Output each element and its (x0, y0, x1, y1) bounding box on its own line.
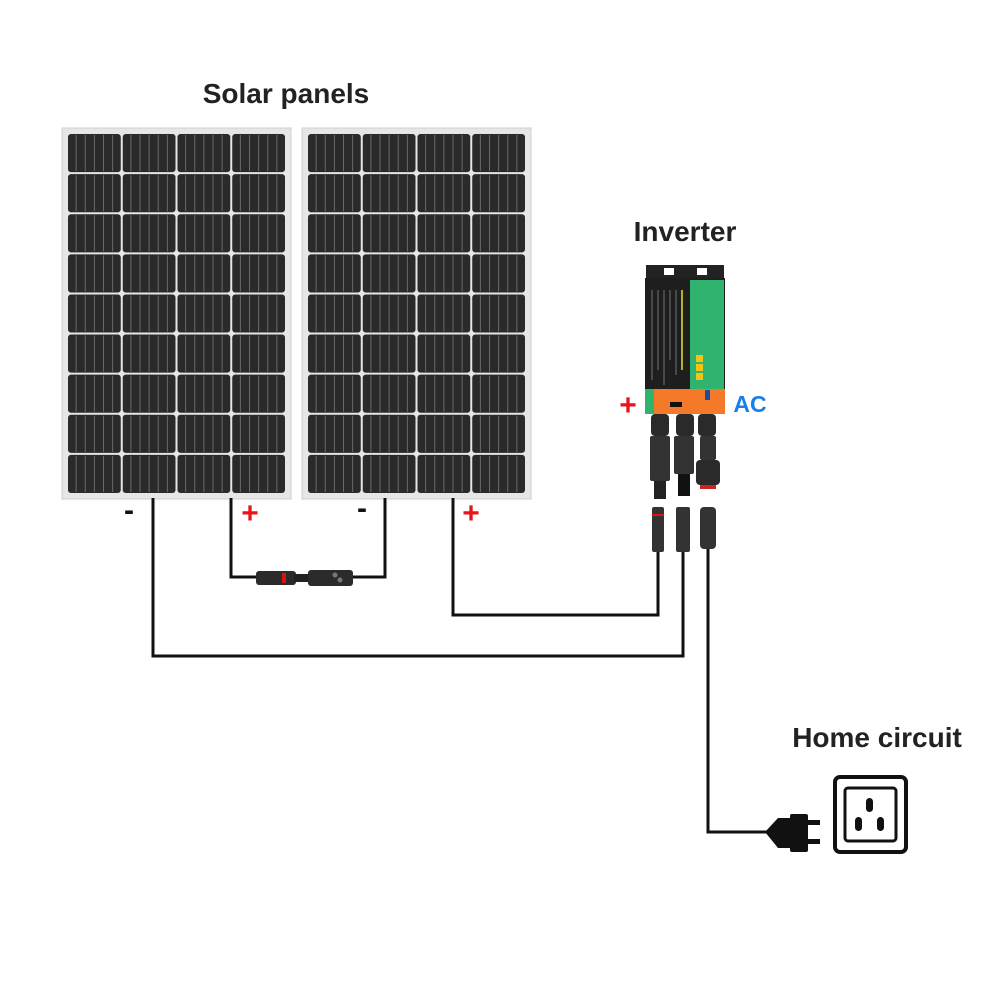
home-circuit-label: Home circuit (792, 722, 962, 753)
solar-panels-label: Solar panels (202, 78, 370, 109)
power-plug-icon (765, 814, 820, 852)
mc4-connector-icon (256, 570, 353, 586)
inverter-positive-sign: + (619, 389, 637, 422)
solar-panel-icon (301, 127, 532, 500)
panel2-positive-sign: + (462, 497, 480, 530)
wire-panel2-positive (451, 498, 660, 617)
wires (151, 498, 770, 834)
ac-label: AC (733, 391, 767, 417)
panel1-positive-sign: + (241, 497, 259, 530)
wire-series-link-left (229, 498, 258, 579)
panel2-negative-sign: - (357, 492, 367, 525)
wall-outlet-icon (833, 775, 908, 854)
inverter-icon (645, 265, 725, 552)
wire-ac (706, 548, 770, 834)
inverter-label: Inverter (633, 216, 737, 247)
panel1-negative-sign: - (124, 494, 134, 527)
wire-series-link-right (350, 498, 387, 579)
solar-panel-icon (61, 127, 292, 500)
wire-panel1-negative (151, 498, 685, 658)
